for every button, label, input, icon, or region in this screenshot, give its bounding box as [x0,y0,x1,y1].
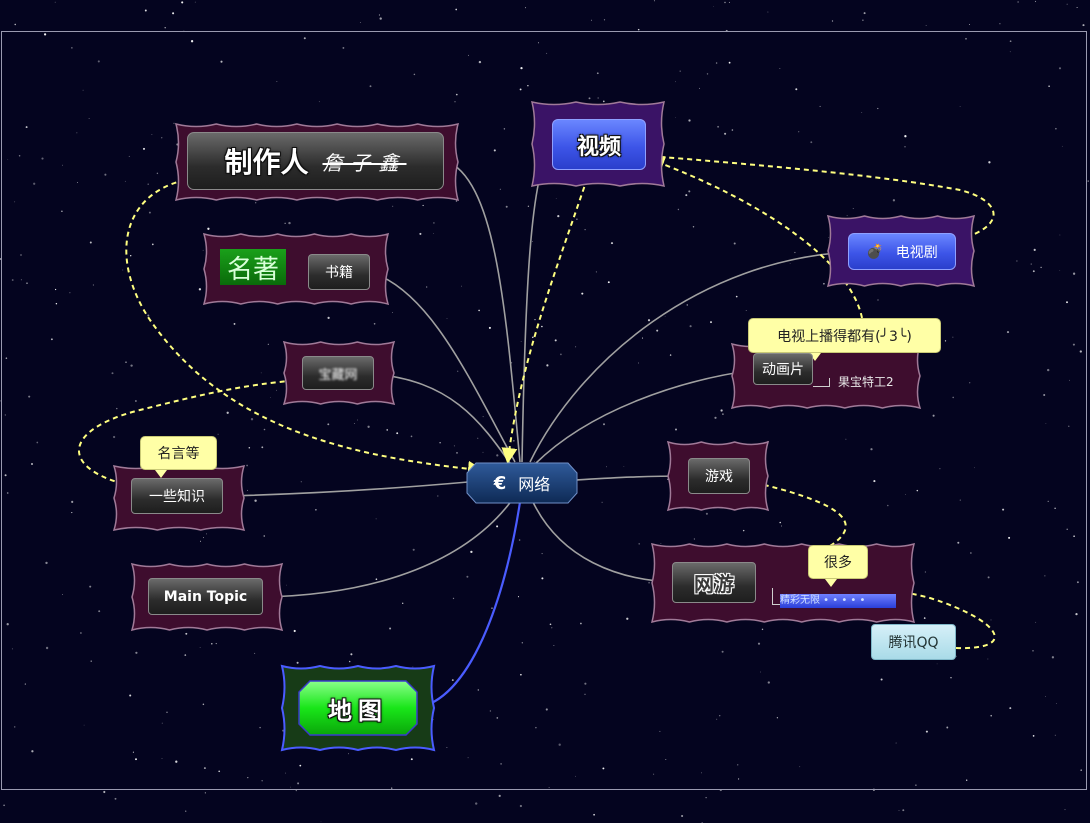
link-tv-drama [529,251,851,463]
relation-producer-central [125,179,484,477]
map-label: 地图 [328,696,388,725]
central-topic-shape[interactable] [466,462,578,504]
games-label: 游戏 [705,469,733,485]
link-producer [444,159,521,463]
books-label: 书籍 [325,265,353,281]
subtopic-connector [813,378,830,387]
callout-tail [809,353,821,361]
callout-tail [155,470,167,478]
relation-animation-video [648,156,863,319]
online-games-callout[interactable]: 很多 [808,545,868,587]
bomb-icon: 💣 [866,243,884,260]
masterpiece-image-text: 名著 [226,254,279,285]
producer-label: 制作人 [224,146,309,179]
map-topic[interactable]: 地图 [298,680,418,736]
map-topic-shape[interactable] [298,680,418,736]
knowledge-callout[interactable]: 名言等 [140,436,217,478]
video-label: 视频 [576,134,621,160]
tv-drama-topic[interactable]: 💣 电视剧 [848,233,956,270]
online-games-banner-text: 精彩无限 • • • • • [780,595,866,606]
knowledge-topic[interactable]: 一些知识 [131,478,223,514]
online-games-banner[interactable]: 精彩无限 • • • • • [780,594,896,608]
tencent-qq-label: 腾讯QQ [888,635,939,651]
knowledge-label: 一些知识 [149,489,205,505]
producer-signature: 詹子鑫 [322,150,407,175]
online-games-topic[interactable]: 网游 [672,562,756,603]
link-blurred [371,373,513,467]
link-animation [534,369,755,465]
animation-topic[interactable]: 动画片 [753,353,813,385]
knowledge-callout-text: 名言等 [157,446,200,462]
relation-onlinegames-games [748,476,847,547]
link-video [521,145,553,463]
link-knowledge [221,481,469,497]
online-games-callout-text: 很多 [824,555,852,571]
relation-knowledge-blurred [78,373,304,487]
main-topic[interactable]: Main Topic [148,578,263,615]
link-main-topic [261,495,516,598]
tencent-qq-topic[interactable]: 腾讯QQ [871,624,956,660]
animation-label: 动画片 [762,362,804,378]
tv-drama-label: 电视剧 [895,244,938,261]
video-topic[interactable]: 视频 [552,119,646,170]
blurred-label: 宝藏网 [318,367,358,383]
relation-tv-video [646,149,995,241]
animation-child[interactable]: 果宝特工2 [838,375,894,389]
producer-topic[interactable]: 制作人 詹子鑫 [187,132,444,190]
masterpiece-image: 名著 [220,249,286,285]
animation-callout-text: 电视上播得都有(╯3╰) [777,328,912,345]
books-topic[interactable]: 书籍 [308,254,370,290]
main-topic-label: Main Topic [163,588,248,605]
games-topic[interactable]: 游戏 [688,458,750,494]
central-topic-label: 网络 [518,475,551,494]
link-books [369,271,516,463]
central-topic[interactable]: € 网络 [466,462,578,504]
animation-callout[interactable]: 电视上播得都有(╯3╰) [748,318,941,361]
relation-video-central [501,169,591,464]
callout-tail [825,579,837,587]
blurred-topic[interactable]: 宝藏网 [302,356,374,390]
link-map [415,501,522,710]
subtopic-connector [772,588,781,605]
online-games-label: 网游 [694,572,734,596]
euro-icon: € [493,472,507,494]
